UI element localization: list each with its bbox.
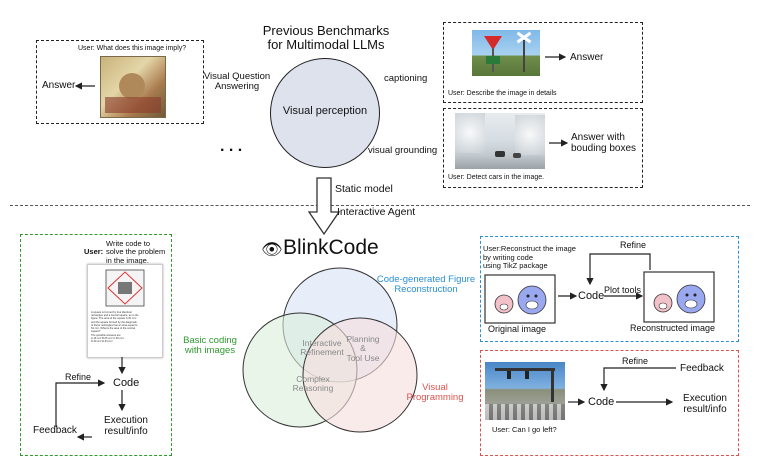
red-refine-label: Refine	[622, 356, 649, 366]
blue-user-prompt: User:Reconstruct the image by writing co…	[483, 244, 576, 271]
vqa-answer: Answer	[42, 80, 76, 91]
venn-label-visual-programming: Visual Programming	[406, 382, 464, 404]
venn-circle-red	[302, 317, 418, 433]
captioning-answer: Answer	[570, 52, 604, 63]
visual-programming-panel	[480, 350, 739, 456]
visual-perception-circle	[270, 58, 380, 168]
top-arrows	[74, 53, 569, 147]
interactive-agent-label: Interactive Agent	[337, 206, 416, 218]
figure-reconstruction-panel	[480, 236, 739, 342]
static-model-label: Static model	[335, 183, 393, 195]
venn-label-figure-reconstruction: Code-generated Figure Reconstruction	[376, 274, 476, 296]
captioning-road-sign-image	[472, 30, 540, 76]
visual-grounding-label: visual grounding	[368, 145, 438, 156]
vqa-painting-image	[100, 56, 166, 118]
captioning-example-box	[443, 22, 643, 103]
venn-label-basic-coding: Basic coding with images	[183, 335, 237, 357]
venn-interactive-refinement: Interactive Refinement	[300, 338, 344, 358]
blinkcode-title: BlinkCode	[283, 236, 379, 259]
previous-benchmarks-title: Previous Benchmarks for Multimodal LLMs	[262, 23, 390, 53]
vqa-user-prompt: User: What does this image imply?	[78, 45, 187, 52]
section-divider	[10, 205, 750, 206]
vqa-example-box	[36, 40, 204, 124]
blue-code-label: Code	[578, 290, 605, 302]
red-code-label: Code	[588, 396, 615, 408]
eye-icon: 👁	[261, 240, 283, 259]
blue-flow-arrows	[558, 253, 651, 300]
left-code-label: Code	[113, 377, 140, 389]
problem-image: A square is formed by four identical rec…	[87, 264, 163, 358]
original-image-caption: Original image	[488, 324, 547, 334]
left-execution-label: Execution result/info	[104, 415, 148, 437]
left-user-prefix: User:	[84, 247, 104, 257]
left-user-prompt: User:	[84, 240, 103, 257]
traffic-intersection-image	[485, 362, 565, 420]
ellipsis: . . .	[220, 138, 243, 155]
left-user-text: Write code to solve the problem in the i…	[106, 239, 166, 265]
red-feedback-label: Feedback	[680, 363, 724, 374]
venn-planning-tool-use: Planning & Tool Use	[346, 334, 380, 363]
venn-diagram	[242, 267, 418, 433]
transition-arrow	[307, 177, 341, 236]
reconstructed-image-caption: Reconstructed image	[630, 323, 716, 333]
visual-perception-label: Visual perception	[282, 105, 368, 117]
problem-text: A square is formed by four identical rec…	[91, 311, 139, 344]
blue-refine-label: Refine	[620, 240, 647, 250]
grounding-snow-road-image	[455, 113, 545, 169]
reconstructed-pigs-image	[643, 271, 715, 323]
venn-complex-reasoning: Complex Reasoning	[292, 374, 334, 394]
captioning-user-prompt: User: Describe the image in details	[448, 90, 557, 97]
red-flow-arrows	[568, 367, 676, 406]
grounding-example-box	[443, 108, 643, 188]
original-pigs-image	[484, 274, 556, 324]
red-user-prompt: User: Can I go left?	[492, 425, 557, 434]
red-execution-label: Execution result/info	[683, 393, 727, 415]
plot-tools-label: Plot tools	[604, 285, 642, 295]
grounding-user-prompt: User: Detect cars in the image.	[448, 174, 545, 181]
square-figure	[105, 269, 145, 307]
grounding-answer: Answer with bouding boxes	[571, 132, 637, 154]
basic-coding-panel	[20, 234, 172, 456]
left-feedback-label: Feedback	[33, 425, 77, 436]
vqa-label: Visual Question Answering	[203, 71, 271, 93]
left-refine-label: Refine	[65, 372, 92, 382]
left-flow-arrows	[55, 357, 126, 441]
captioning-label: captioning	[384, 73, 428, 84]
